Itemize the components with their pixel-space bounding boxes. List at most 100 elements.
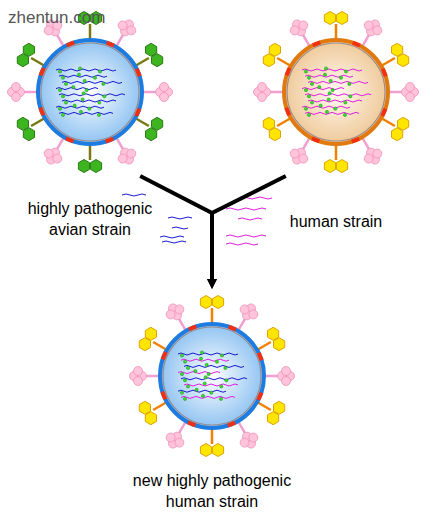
neuraminidase-head [290, 149, 299, 158]
nucleoprotein-dot [220, 354, 223, 357]
m2-channel [188, 324, 197, 331]
neuraminidase-head [406, 83, 415, 92]
neuraminidase-head [258, 83, 267, 92]
neuraminidase-head [299, 21, 308, 30]
nucleoprotein-dot [310, 101, 313, 104]
hemagglutinin-head [212, 296, 223, 309]
nucleoprotein-dot [224, 366, 227, 369]
rna-segment [305, 75, 353, 77]
nucleoprotein-dot [344, 101, 347, 104]
viral-envelope [38, 40, 142, 144]
rna-segment [56, 106, 104, 108]
neuraminidase-head [373, 149, 382, 158]
spike-stalk [135, 58, 149, 66]
m2-channel [312, 40, 321, 47]
nucleoprotein-dot [207, 373, 210, 376]
rna-segment [226, 235, 266, 237]
nucleoprotein-dot [220, 385, 223, 388]
hemagglutinin-head [212, 444, 223, 457]
nucleoprotein-dot [98, 101, 101, 104]
spike-stalk [153, 402, 167, 410]
nucleoprotein-dot [82, 92, 85, 95]
strain-label: new highly pathogenic human strain [112, 470, 312, 512]
neuraminidase-head [166, 310, 175, 319]
spike-stalk [277, 118, 291, 126]
rna-segment [62, 100, 116, 102]
nucleoprotein-dot [200, 351, 203, 354]
nucleoprotein-dot [103, 95, 106, 98]
neuraminidase-head [166, 433, 175, 442]
nucleoprotein-dot [343, 113, 346, 116]
nucleoprotein-dot [61, 76, 64, 79]
m2-channel [187, 420, 196, 427]
nucleoprotein-dot [215, 360, 218, 363]
nucleoprotein-dot [102, 82, 105, 85]
neuraminidase-head [12, 83, 21, 92]
nucleoprotein-dot [307, 113, 310, 116]
neuraminidase-head [282, 367, 291, 376]
nucleoprotein-dot [203, 382, 206, 385]
virus-node: highly pathogenic avian strain [14, 8, 166, 176]
envelope-inner [41, 43, 139, 141]
nucleoprotein-dot [58, 70, 61, 73]
nucleoprotein-dot [98, 70, 101, 73]
neuraminidase-head [53, 154, 62, 163]
nucleoprotein-dot [88, 107, 91, 110]
hemagglutinin-head [324, 160, 335, 173]
neuraminidase-head [290, 26, 299, 35]
hemagglutinin-head [336, 160, 347, 173]
merge-arrow [140, 176, 212, 284]
nucleoprotein-dot [307, 76, 310, 79]
nucleoprotein-dot [58, 89, 61, 92]
strain-label: human strain [256, 211, 416, 232]
neuraminidase-head [118, 154, 127, 163]
m2-channel [105, 137, 114, 144]
rna-segment [56, 69, 116, 71]
nucleoprotein-dot [339, 76, 342, 79]
hemagglutinin-head [336, 12, 347, 25]
nucleoprotein-dot [97, 113, 100, 116]
spike-stalk [89, 144, 92, 160]
m2-channel [228, 325, 237, 332]
neuraminidase-head [249, 310, 258, 319]
m2-channel [160, 391, 167, 400]
neuraminidase-head [175, 438, 184, 447]
nucleoprotein-dot [72, 86, 75, 89]
spike-group [254, 12, 419, 173]
neuraminidase-head [127, 149, 136, 158]
rna-segment [59, 75, 107, 77]
nucleoprotein-dot [225, 379, 228, 382]
nucleoprotein-dot [331, 89, 334, 92]
rna-segment [122, 194, 146, 196]
rna-segment [238, 218, 262, 220]
rna-segment [226, 243, 258, 245]
neuraminidase-head [160, 83, 169, 92]
nucleoprotein-dot [79, 110, 82, 113]
nucleoprotein-dot [81, 98, 84, 101]
hemagglutinin-head [274, 338, 285, 351]
spike-stalk [335, 24, 338, 40]
m2-channel [65, 136, 74, 143]
neuraminidase-head [364, 154, 373, 163]
hemagglutinin-head [90, 160, 101, 173]
spike-stalk [257, 402, 271, 410]
nucleoprotein-dot [61, 113, 64, 116]
neuraminidase-head [118, 21, 127, 30]
m2-channel [106, 41, 115, 48]
nucleoprotein-dot [180, 354, 183, 357]
rna-segments [302, 67, 371, 117]
nucleoprotein-dot [344, 70, 347, 73]
nucleoprotein-dot [78, 67, 81, 70]
m2-channel [352, 41, 361, 48]
neuraminidase-head [134, 367, 143, 376]
nucleoprotein-dot [219, 397, 222, 400]
neuraminidase-head [160, 93, 169, 102]
neuraminidase-head [240, 438, 249, 447]
rna-segment [184, 384, 238, 386]
rna-segment [162, 241, 186, 243]
rna-segment [181, 378, 247, 380]
m2-channel [38, 107, 45, 116]
nucleoprotein-dot [325, 110, 328, 113]
hemagglutinin-head [398, 54, 409, 67]
nucleoprotein-dot [58, 107, 61, 110]
